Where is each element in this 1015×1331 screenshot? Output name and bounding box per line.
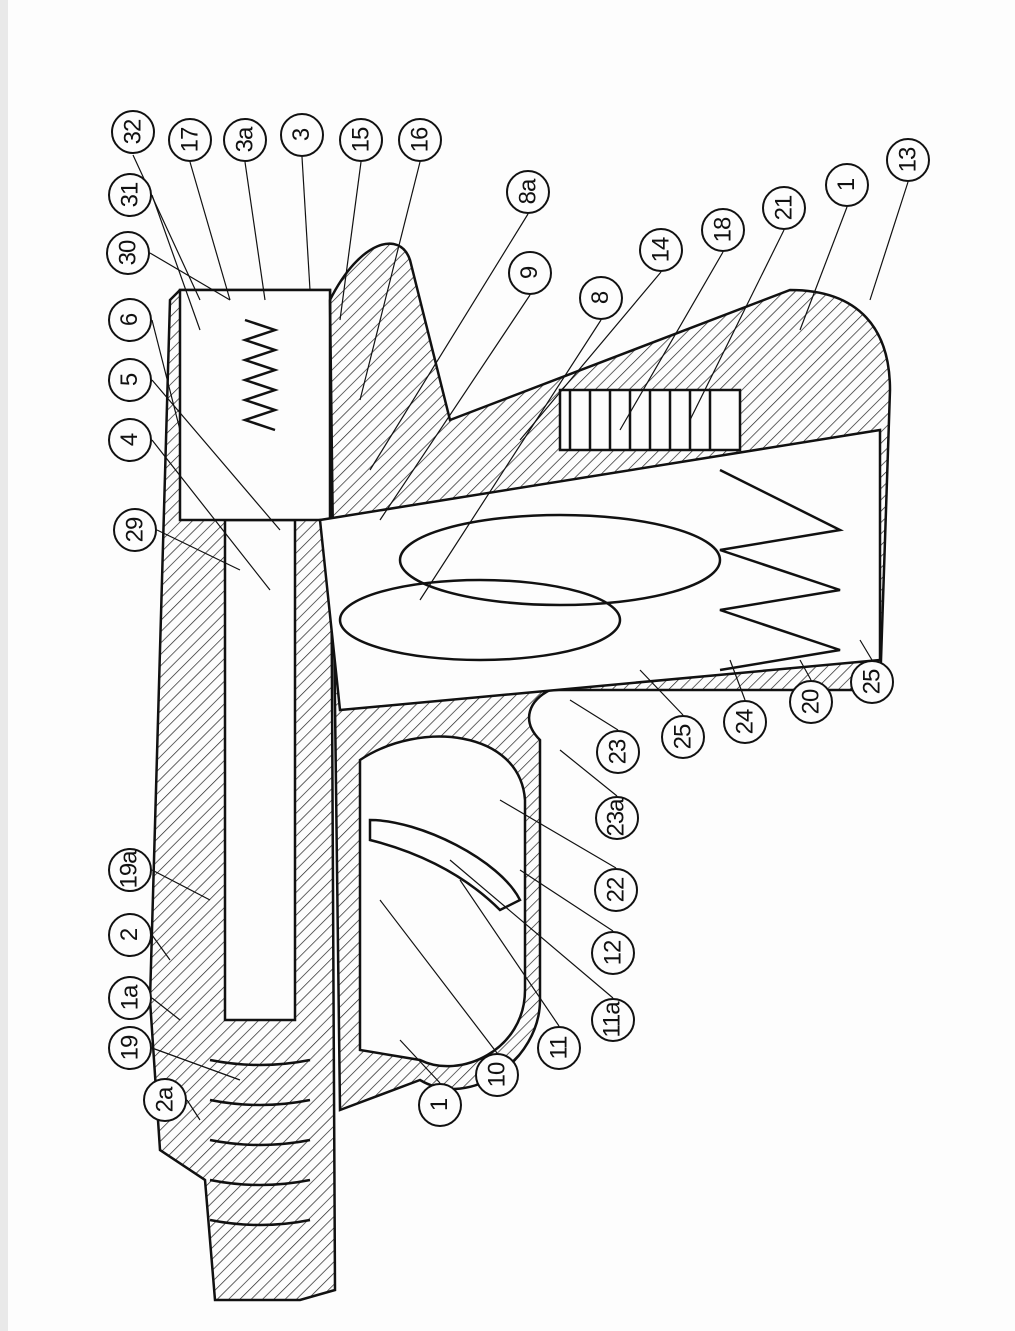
callout-label: 22	[601, 877, 629, 903]
callout-label: 10	[482, 1062, 510, 1088]
callout-label: 1	[425, 1098, 453, 1112]
callout-11: 11	[537, 1026, 581, 1070]
callout-23: 23	[596, 730, 640, 774]
callout-label: 8a	[513, 179, 541, 205]
callout-15: 15	[339, 118, 383, 162]
callout-label: 32	[118, 119, 146, 145]
callout-2: 2	[108, 913, 152, 957]
callout-label: 21	[769, 195, 797, 221]
callout-24: 24	[723, 700, 767, 744]
callout-label: 23a	[602, 799, 630, 837]
callout-2a: 2a	[143, 1078, 187, 1122]
callout-label: 11	[544, 1036, 572, 1060]
callout-label: 2a	[150, 1087, 178, 1113]
callout-label: 15	[346, 127, 374, 153]
callout-13: 13	[886, 138, 930, 182]
callout-label: 25	[668, 724, 696, 750]
callout-label: 17	[175, 127, 203, 153]
callout-19: 19	[108, 1026, 152, 1070]
callout-30: 30	[106, 231, 150, 275]
page-edge	[0, 0, 8, 1331]
leader-lines	[132, 154, 909, 1121]
callout-label: 30	[113, 240, 141, 266]
callout-label: 1a	[115, 985, 143, 1011]
callout-8: 8	[579, 276, 623, 320]
callout-label: 20	[796, 689, 824, 715]
callout-label: 24	[730, 709, 758, 735]
callout-3: 3	[280, 113, 324, 157]
callout-25: 25	[850, 660, 894, 704]
callout-label: 19	[115, 1035, 143, 1061]
callout-label: 23	[603, 739, 631, 765]
callout-label: 5	[115, 373, 143, 387]
callout-label: 13	[893, 147, 921, 173]
callout-22: 22	[594, 868, 638, 912]
firing-pin-spring	[241, 318, 279, 432]
callout-label: 19a	[115, 851, 143, 889]
cartridge	[338, 578, 622, 662]
callout-6: 6	[108, 298, 152, 342]
callout-3a: 3a	[223, 118, 267, 162]
callout-label: 3	[287, 128, 315, 142]
callout-32: 32	[111, 110, 155, 154]
callout-label: 6	[115, 313, 143, 327]
callout-12: 12	[591, 931, 635, 975]
callout-label: 11a	[598, 1002, 626, 1038]
barrel	[223, 518, 297, 1022]
breech-block	[178, 288, 332, 522]
callout-label: 4	[115, 433, 143, 447]
callout-18: 18	[701, 208, 745, 252]
callout-5: 5	[108, 358, 152, 402]
callout-20: 20	[789, 680, 833, 724]
callout-label: 12	[598, 940, 626, 966]
callout-label: 8	[586, 291, 614, 305]
callout-16: 16	[398, 118, 442, 162]
callout-29: 29	[113, 508, 157, 552]
callout-label: 18	[708, 217, 736, 243]
callout-11a: 11a	[591, 998, 635, 1042]
callout-17: 17	[168, 118, 212, 162]
callout-10: 10	[475, 1053, 519, 1097]
callout-label: 9	[515, 266, 543, 280]
callout-1a: 1a	[108, 976, 152, 1020]
callout-8a: 8a	[506, 170, 550, 214]
callout-21: 21	[762, 186, 806, 230]
recoil-spring	[209, 1058, 311, 1227]
magazine-spring	[719, 468, 844, 672]
callout-25: 25	[661, 715, 705, 759]
trigger-guard-opening	[358, 735, 527, 1068]
callout-label: 16	[405, 127, 433, 153]
callout-9: 9	[508, 251, 552, 295]
callout-label: 3a	[230, 127, 258, 153]
callout-1: 1	[825, 163, 869, 207]
magazine-well	[318, 428, 882, 712]
callout-label: 1	[832, 178, 860, 192]
callout-label: 14	[646, 237, 674, 263]
callout-label: 2	[115, 928, 143, 942]
callout-19a: 19a	[108, 848, 152, 892]
callout-1: 1	[418, 1083, 462, 1127]
callout-label: 29	[120, 517, 148, 543]
cartridge	[398, 513, 722, 607]
callout-14: 14	[639, 228, 683, 272]
callout-label: 31	[115, 182, 143, 208]
callout-label: 25	[857, 669, 885, 695]
callout-31: 31	[108, 173, 152, 217]
callout-4: 4	[108, 418, 152, 462]
callout-23a: 23a	[595, 796, 639, 840]
